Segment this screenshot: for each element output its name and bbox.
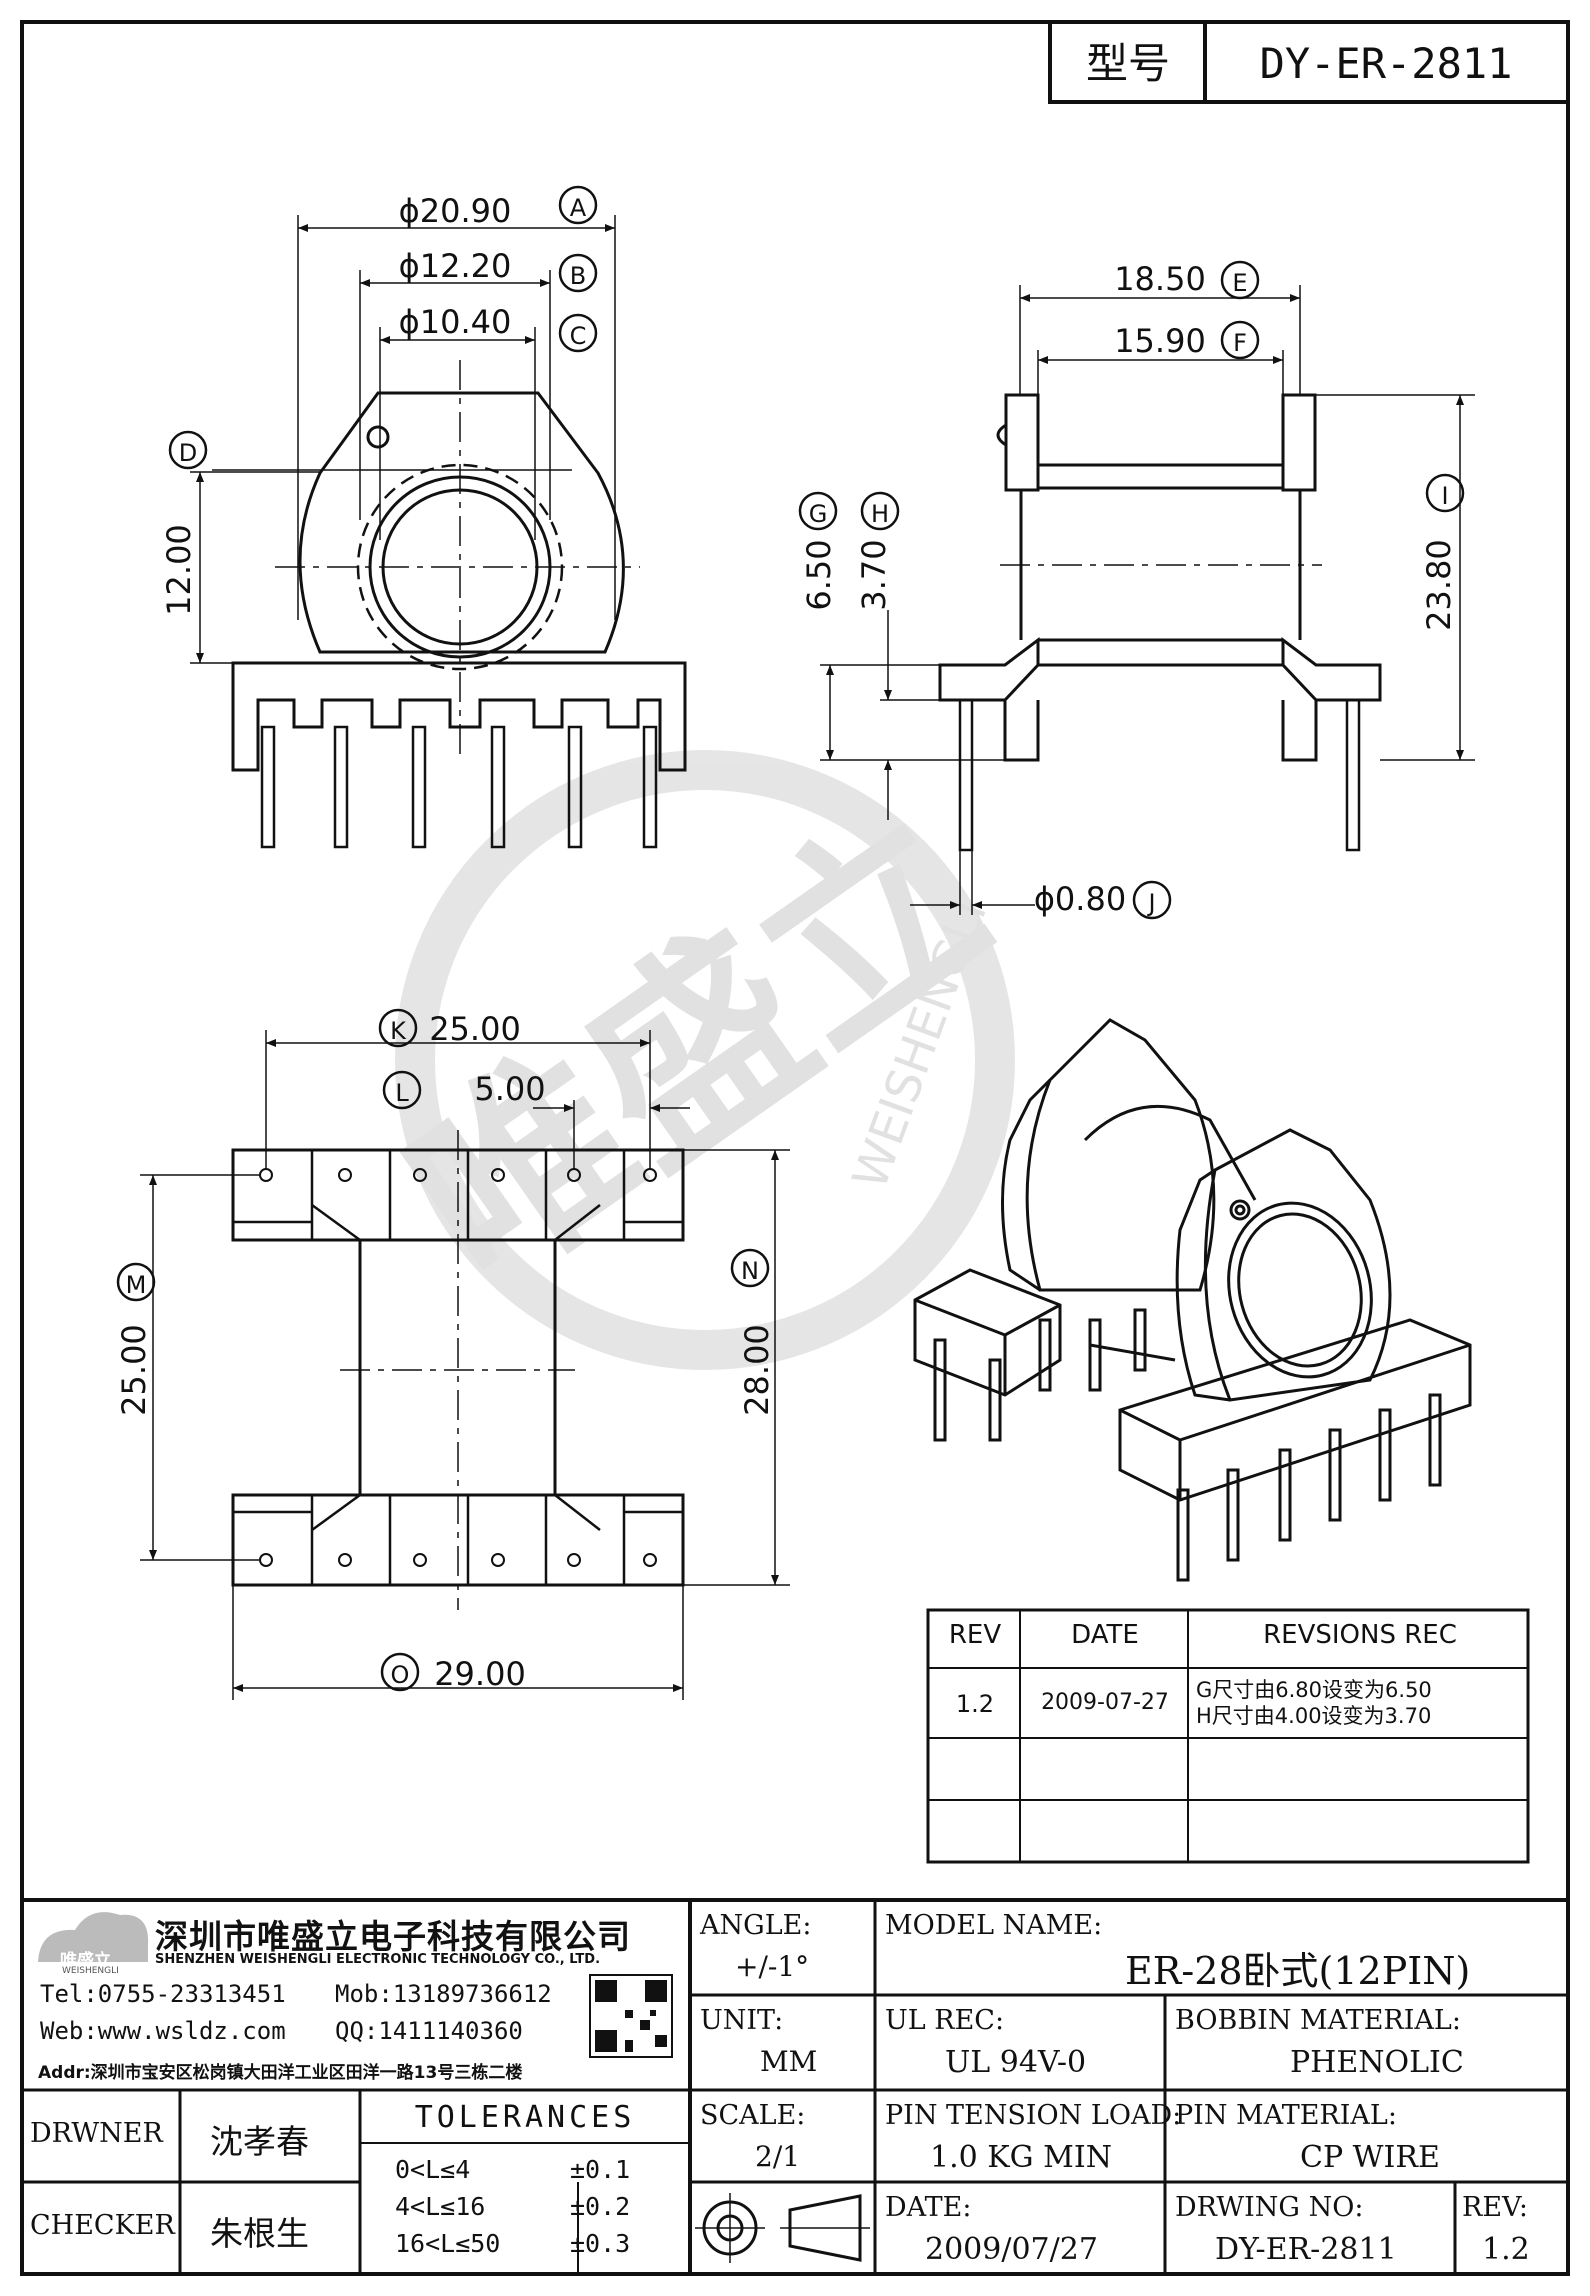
dim-e: 18.50 xyxy=(1114,260,1206,298)
scale-label: SCALE: xyxy=(700,2100,806,2131)
label-b: B xyxy=(570,262,586,290)
label-f: F xyxy=(1233,329,1247,357)
side-view xyxy=(820,285,1475,915)
tension-value: 1.0 KG MIN xyxy=(930,2140,1112,2175)
header-box: 型号 DY-ER-2811 xyxy=(1048,20,1570,104)
dim-l: 5.00 xyxy=(474,1070,545,1108)
dim-i: 23.80 xyxy=(1420,539,1458,631)
label-g: G xyxy=(809,500,828,528)
date-label: DATE: xyxy=(885,2192,972,2223)
model-label: MODEL NAME: xyxy=(885,1910,1103,1941)
tol-range-2: 4<L≤16 xyxy=(395,2192,486,2221)
rev-label: REV: xyxy=(1462,2192,1528,2223)
tol-range-1: 0<L≤4 xyxy=(395,2155,471,2184)
scale-value: 2/1 xyxy=(755,2140,801,2173)
dwg-label: DRWING NO: xyxy=(1175,2192,1364,2223)
front-view xyxy=(190,215,687,849)
ul-label: UL REC: xyxy=(885,2005,1005,2036)
label-a: A xyxy=(570,194,587,222)
label-l: L xyxy=(395,1079,409,1107)
angle-label: ANGLE: xyxy=(700,1910,812,1941)
tol-range-3: 16<L≤50 xyxy=(395,2229,501,2258)
rev-row-rev: 1.2 xyxy=(955,1690,995,1718)
logo-en: WEISHENGLI xyxy=(62,1966,119,1976)
label-j: J xyxy=(1146,889,1155,917)
dim-f: 15.90 xyxy=(1114,322,1206,360)
tol-value-1: ±0.1 xyxy=(570,2155,631,2184)
rev-header-rev: REV xyxy=(948,1620,1002,1650)
tolerances-title: TOLERANCES xyxy=(414,2100,636,2135)
model-value: ER-28卧式(12PIN) xyxy=(1125,1949,1471,1993)
dim-n: 28.00 xyxy=(738,1324,776,1416)
header-model: DY-ER-2811 xyxy=(1260,39,1513,88)
date-value: 2009/07/27 xyxy=(925,2232,1098,2267)
drawer-name: 沈孝春 xyxy=(210,2122,309,2161)
dim-k: 25.00 xyxy=(429,1010,521,1048)
company-qq: QQ:1411140360 xyxy=(335,2017,523,2045)
label-k: K xyxy=(390,1017,407,1045)
revision-table xyxy=(926,1608,1530,1864)
dim-g: 6.50 xyxy=(800,539,838,610)
dim-m: 25.00 xyxy=(115,1324,153,1416)
side-dims: 18.50 E 15.90 F G H 6.50 3.70 I 23.80 ϕ0… xyxy=(798,260,1465,920)
projection-symbol-icon xyxy=(695,2193,870,2263)
rev-value: 1.2 xyxy=(1482,2232,1530,2267)
unit-label: UNIT: xyxy=(700,2005,784,2036)
tol-value-3: ±0.3 xyxy=(570,2229,631,2258)
ul-value: UL 94V-0 xyxy=(945,2045,1087,2080)
label-d: D xyxy=(179,439,197,467)
rev-header-rec: REVSIONS REC xyxy=(1263,1620,1457,1650)
angle-value: +/-1° xyxy=(735,1950,810,1983)
company-web: Web:www.wsldz.com xyxy=(40,2017,286,2045)
bobbin-label: BOBBIN MATERIAL: xyxy=(1175,2005,1461,2036)
dim-h: 3.70 xyxy=(855,539,893,610)
title-block-grid xyxy=(22,1898,1568,2274)
dim-a: ϕ20.90 xyxy=(399,192,512,230)
company-mob: Mob:13189736612 xyxy=(335,1980,552,2008)
unit-value: MM xyxy=(760,2045,818,2078)
label-n: N xyxy=(741,1257,759,1285)
company-name-en: SHENZHEN WEISHENGLI ELECTRONIC TECHNOLOG… xyxy=(155,1952,601,1967)
dim-b: ϕ12.20 xyxy=(399,247,512,285)
dim-j: ϕ0.80 xyxy=(1034,880,1126,918)
rev-row-rec-2: H尺寸由4.00设变为3.70 xyxy=(1196,1704,1432,1728)
qr-code-icon xyxy=(589,1974,673,2058)
rev-header-date: DATE xyxy=(1071,1620,1139,1650)
pin-label: PIN MATERIAL: xyxy=(1175,2100,1397,2131)
front-dims: ϕ20.90 A ϕ12.20 B ϕ10.40 C D 12.00 xyxy=(160,185,598,616)
company-logo-icon xyxy=(38,1912,149,1962)
company-tel: Tel:0755-23313451 xyxy=(40,1980,286,2008)
label-o: O xyxy=(391,1661,410,1689)
rev-row-rec-1: G尺寸由6.80设变为6.50 xyxy=(1196,1678,1432,1702)
dwg-value: DY-ER-2811 xyxy=(1215,2232,1397,2267)
dim-o: 29.00 xyxy=(434,1655,526,1693)
rev-row-date: 2009-07-27 xyxy=(1041,1690,1169,1715)
company-addr: Addr:深圳市宝安区松岗镇大田洋工业区田洋一路13号三栋二楼 xyxy=(38,2063,523,2083)
pin-value: CP WIRE xyxy=(1300,2140,1440,2175)
header-label: 型号 xyxy=(1086,39,1170,88)
isometric-view xyxy=(913,1018,1472,1582)
label-c: C xyxy=(570,322,587,350)
label-i: I xyxy=(1441,482,1448,510)
dim-c: ϕ10.40 xyxy=(399,303,512,341)
label-e: E xyxy=(1232,269,1247,297)
drawer-label: DRWNER xyxy=(30,2118,163,2149)
watermark: 唯盛立 WEISHENGLI xyxy=(370,750,1026,1370)
checker-label: CHECKER xyxy=(30,2210,175,2241)
checker-name: 朱根生 xyxy=(210,2214,309,2253)
bottom-view xyxy=(140,1030,790,1700)
dim-d: 12.00 xyxy=(160,524,198,616)
bobbin-value: PHENOLIC xyxy=(1290,2045,1464,2080)
company-name-cn: 深圳市唯盛立电子科技有限公司 xyxy=(155,1917,631,1956)
tol-value-2: ±0.2 xyxy=(570,2192,631,2221)
label-m: M xyxy=(126,1271,147,1299)
bottom-dims: K 25.00 L 5.00 M 25.00 N 28.00 O 29.00 xyxy=(115,1008,776,1693)
drawing-border xyxy=(20,20,1570,2276)
logo-cn: 唯盛立 xyxy=(60,1951,111,1971)
tension-label: PIN TENSION LOAD: xyxy=(885,2100,1182,2131)
label-h: H xyxy=(871,500,889,528)
